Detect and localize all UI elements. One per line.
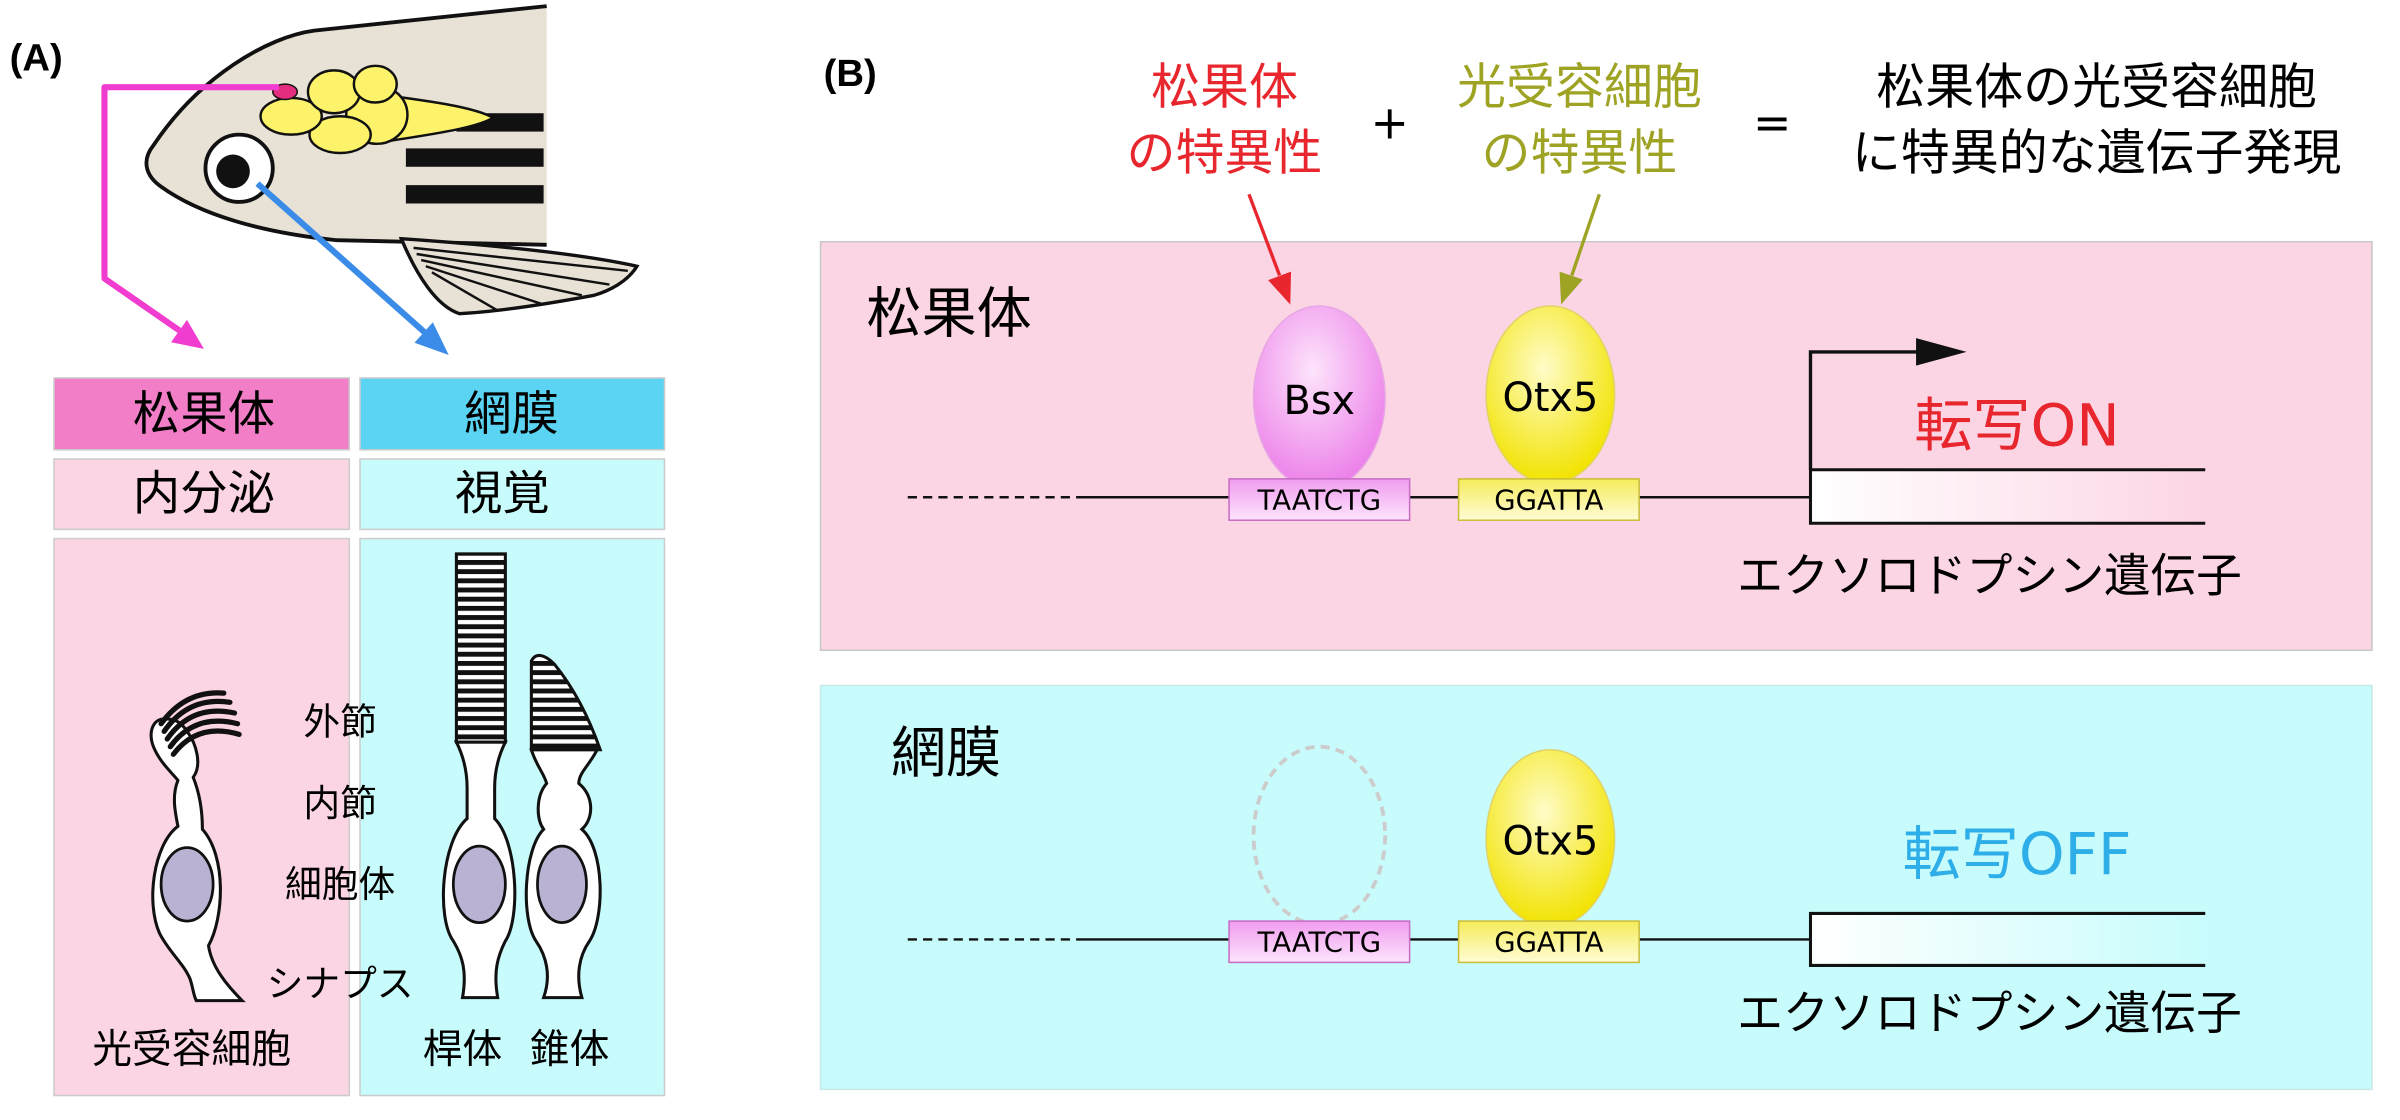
pineal-specificity-line-2: の特異性 [1127,125,1323,182]
retina-header-box [359,377,666,451]
photoreceptor-specificity-line-2: の特異性 [1482,125,1678,182]
pineal-function-box [53,458,351,531]
result-line-2: に特異的な遺伝子発現 [1852,125,2342,182]
retina-bsx-site-sequence: TAATCTG [1257,927,1382,959]
retina-gene-outline [1808,911,2206,967]
retina-gene-body [1810,913,2206,966]
fish-outline [144,4,547,247]
bsx-binding-site [1228,478,1411,521]
fish-stripe [405,148,544,167]
fish-head-illustration [144,4,640,316]
retina-otx5-site-sequence: GGATTA [1494,927,1603,959]
pineal-specificity-line-1: 松果体 [1151,59,1298,116]
panel-a-label: (A) [10,37,63,80]
transcription-off-label: 転写OFF [1903,820,2132,888]
pineal-nucleus [159,846,215,923]
pineal-outer-segment [158,690,242,757]
retina-otx5-binding-site [1457,920,1640,964]
pineal-photoreceptor-cell [149,690,246,1003]
rod-nucleus [451,844,507,924]
pineal-arrow [101,84,279,334]
panel-b: (B) 松果体 の特異性 + 光受容細胞 の特異性 = 松果体の光受容細胞 に特… [819,52,2373,1091]
retina-bsx-binding-site [1228,920,1411,964]
otx5-site-sequence: GGATTA [1494,484,1603,516]
photoreceptor-specificity-arrow-head [1559,271,1583,305]
photoreceptor-specificity-arrow [1570,193,1601,276]
photoreceptor-specificity-line-1: 光受容細胞 [1457,59,1702,116]
panel-a: (A) [10,4,666,1097]
panel-b-label: (B) [824,52,877,95]
pineal-specificity-arrow [1247,193,1282,277]
result-line-1: 松果体の光受容細胞 [1876,59,2317,116]
rod-cell [441,552,517,1000]
pineal-cell-area [53,537,351,1097]
cone-outer-segment [529,653,603,752]
fish-brain [259,64,496,155]
pineal-header-box [53,377,351,451]
otx5-label: Otx5 [1503,375,1599,421]
retina-function: 視覚 [455,467,550,522]
pineal-function: 内分泌 [133,467,275,522]
rod-outer-segment [454,552,507,744]
otx5-binding-site [1457,478,1640,521]
retina-gene-name: エクソロドプシン遺伝子 [1737,986,2242,1040]
cell-body-label: 細胞体 [285,863,395,906]
outer-segment-label: 外節 [303,701,376,744]
pineal-case-tissue: 松果体 [866,282,1031,346]
cone-nucleus [536,844,588,924]
pineal-cell-label: 光受容細胞 [92,1027,291,1073]
retina-title: 網膜 [464,387,559,442]
pineal-specificity-arrow-head [1268,271,1292,305]
pineal-gene-body [1810,469,2206,524]
bsx-label: Bsx [1284,378,1356,424]
retina-otx5-label: Otx5 [1503,819,1599,865]
transcription-on-label: 転写ON [1914,391,2119,459]
equals-sign: = [1753,95,1791,149]
pineal-gene-outline [1808,468,2206,525]
fish-stripe [405,185,544,204]
fish-pupil [216,154,250,189]
retina-arrow-head [414,322,449,355]
transcription-start-arrow-head [1916,338,1967,366]
plus-sign: + [1371,95,1409,149]
retina-cell-area [359,537,666,1097]
synapse-label: シナプス [267,962,414,1005]
pineal-title: 松果体 [133,387,275,442]
bsx-site-sequence: TAATCTG [1257,484,1382,516]
retina-arrow [255,181,427,335]
absent-bsx-protein [1251,744,1388,927]
equation: 松果体 の特異性 + 光受容細胞 の特異性 = 松果体の光受容細胞 に特異的な遺… [1127,59,2342,182]
retina-case-tissue: 網膜 [891,721,1001,785]
inner-segment-label: 内節 [303,782,376,825]
cone-label: 錐体 [530,1027,610,1073]
cone-cell [524,653,603,1000]
rod-label: 桿体 [423,1027,503,1073]
transcription-start-arrow [1808,350,1923,470]
retina-function-box [359,458,666,531]
pineal-gene-name: エクソロドプシン遺伝子 [1737,548,2242,602]
pineal-arrow-head [171,319,204,349]
fish-fin [398,236,640,316]
